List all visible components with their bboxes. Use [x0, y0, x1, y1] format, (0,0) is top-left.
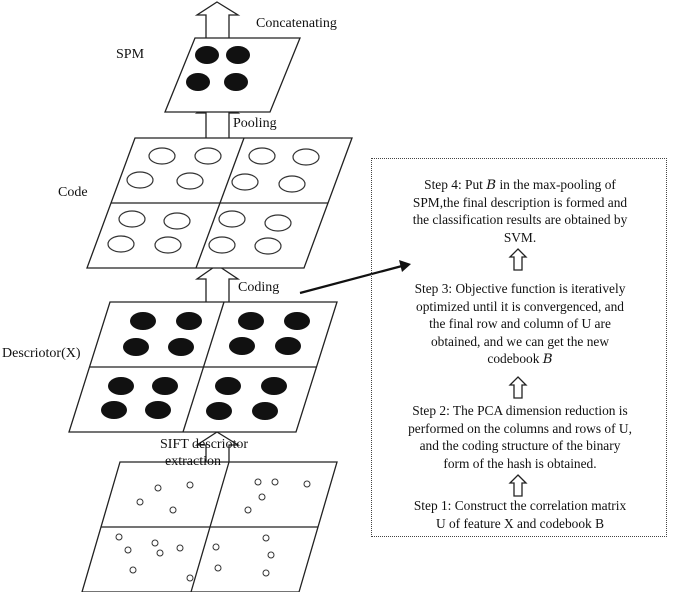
- steps-box: Step 4: Put 𝐵 in the max-pooling of SPM,…: [371, 158, 667, 537]
- step1-text: Step 1: Construct the correlation matrix…: [413, 498, 627, 531]
- step2-text: Step 2: The PCA dimension reduction is p…: [408, 403, 632, 471]
- step3-arrow: [508, 376, 528, 399]
- step2-arrow: [508, 474, 528, 497]
- concatenating-label: Concatenating: [256, 16, 337, 31]
- pooling-label: Pooling: [233, 116, 277, 131]
- step4-arrow: [508, 248, 528, 271]
- code-label: Code: [58, 185, 88, 200]
- connector-arrow: [299, 260, 411, 295]
- sift-label-line1: SIFT descriotor: [160, 437, 249, 452]
- spm-label: SPM: [116, 47, 145, 62]
- concatenating-arrow: [194, 1, 241, 41]
- descriptor-label: Descriotor(X): [2, 346, 81, 361]
- step4-text: Step 4: Put 𝐵 in the max-pooling of SPM,…: [412, 177, 628, 245]
- coding-label: Coding: [238, 280, 280, 295]
- sift-label-line2: extraction: [165, 454, 221, 469]
- coding-arrow: [194, 264, 241, 305]
- step3-text: Step 3: Objective function is iterativel…: [414, 281, 626, 366]
